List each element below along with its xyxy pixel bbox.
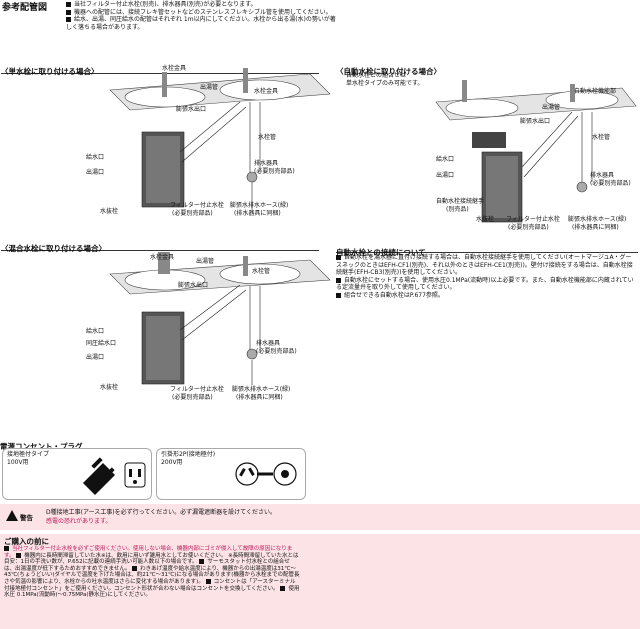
- label-drain-fixture-sub: (必要別売部品): [256, 348, 297, 355]
- label-outlet-pipe: 出湯管: [200, 84, 219, 91]
- label-outlet: 出湯口: [436, 172, 455, 179]
- plug-200v-type: 引掛形2P(接地極付): [161, 451, 216, 458]
- note-item: 当社フィルター付止水栓(別売)、排水器具(別売)が必要となります。: [66, 1, 336, 9]
- power-header: 電源コンセント・プラグ: [0, 434, 300, 451]
- note-item: 給水、出湯、同圧給水の配管はそれぞれ 1m以内にしてください。水栓から出る湯(水…: [66, 16, 336, 31]
- label-drain-valve: 水抜栓: [100, 384, 119, 391]
- auto-conn-item: 自動水栓を湯水器に直付け接続する場合は、自動水栓接続継手を使用してください(オー…: [336, 254, 633, 277]
- purchase-item: 当社フィルター付止水栓を必ずご使用ください。使用しない場合、機器内部にゴミが侵入…: [4, 546, 293, 559]
- section1-header: 〈単水栓に取り付ける場合〉: [1, 59, 319, 76]
- diagram-mixing-faucet-drawing: [109, 252, 331, 385]
- section1-title: 〈単水栓に取り付ける場合〉: [1, 67, 99, 76]
- label-expansion-hose-sub: (排水器具に同梱): [572, 224, 619, 231]
- label-auto-fitting: 自動水栓機能部: [574, 88, 617, 95]
- section2-title: 〈混合水栓に取り付ける場合〉: [1, 244, 106, 253]
- purchase-item: コンセントは「アースターミナル付接地極付コンセント」をご使用ください。コンセント…: [4, 578, 296, 592]
- power-title: 電源コンセント・プラグ: [0, 442, 83, 451]
- purchase-item: わきあげ温度や給水温度により、機器からの出湯温度は31℃～43℃(ちょうどいい)…: [4, 565, 300, 585]
- label-outlet: 出湯口: [86, 354, 105, 361]
- auto-conn-list: 自動水栓を湯水器に直付け接続する場合は、自動水栓接続継手を使用してください(オー…: [336, 254, 636, 300]
- label-filter-valve: フィルター付止水栓: [170, 202, 224, 209]
- label-faucet-pipe: 水栓管: [258, 134, 277, 141]
- purchase-item: 使用水圧 0.1MPa(流動時)～0.75MPa(静水圧)にしてください。: [4, 585, 300, 599]
- label-drain-fixture: 排水器具: [256, 340, 281, 347]
- plug-200v-voltage: 200V用: [161, 459, 183, 466]
- purchase-item: 機器内に長時間滞留していた水※は、飲用に用いず雑用水としてお使いください。: [24, 552, 227, 559]
- note-item: 機器への配管には、接続フレキ管セットなどのステンレスフレキシブル管を使用してくだ…: [66, 9, 336, 17]
- purchase-section: ご購入の前に 当社フィルター付止水栓を必ずご使用ください。使用しない場合、機器内…: [0, 534, 640, 629]
- purchase-item: サーモスタット付水栓との組合せは、出湯温度が低下するためおすすめできません。: [4, 559, 290, 572]
- page-title: 参考配管図: [2, 3, 48, 13]
- auto-conn-item: 組合せできる自動水栓はP.677参照。: [336, 292, 636, 300]
- diagram-auto-faucet: [432, 72, 638, 232]
- purchase-item: ※長時間滞留していた水とは目安：1日の手洗い数が、P.652に記載の連続手洗い可…: [4, 552, 299, 566]
- power-plug-200v: 引掛形2P(接地極付) 200V用: [156, 448, 306, 500]
- label-expansion-hose: 膨張水排水ホース(緑): [568, 216, 627, 223]
- label-outlet-pipe: 出湯管: [196, 258, 215, 265]
- label-expansion-outlet: 膨張水出口: [176, 106, 207, 113]
- section3-note: 自動水栓との組合せは 単水栓タイプのみ可能です。: [346, 72, 423, 87]
- label-drain-fixture: 排水器具: [590, 172, 615, 179]
- section3-note-line: 単水栓タイプのみ可能です。: [346, 79, 424, 87]
- plug-100v-icon: [83, 457, 146, 495]
- section3-title: 〈自動水栓に取り付ける場合〉: [336, 67, 441, 76]
- label-filter-valve-sub: (必要別売部品): [172, 394, 213, 401]
- label-drain-fixture-sub: (必要別売部品): [254, 168, 295, 175]
- label-auto-adapter-sub: (別売品): [446, 206, 469, 213]
- label-drain-fixture-sub: (必要別売部品): [590, 180, 631, 187]
- label-outlet-pipe: 出湯管: [542, 104, 561, 111]
- diagram-auto-faucet-drawing: [435, 80, 637, 223]
- plug-100v-voltage: 100V用: [7, 459, 29, 466]
- purchase-title: ご購入の前に: [4, 537, 49, 546]
- diagram-single-faucet: [100, 62, 332, 232]
- warning-line1: D種接地工事(アース工事)を必ず行ってください。必ず漏電遮断器を設けてください。: [46, 509, 276, 516]
- plug-100v-type: 接地極付タイプ: [7, 451, 50, 458]
- label-drain-valve: 水抜栓: [100, 208, 119, 215]
- label-filter-valve: フィルター付止水栓: [170, 386, 224, 393]
- purchase-text: 当社フィルター付止水栓を必ずご使用ください。使用しない場合、機器内部にゴミが侵入…: [4, 546, 300, 599]
- diagram-single-faucet-drawing: [109, 68, 331, 212]
- label-faucet-pipe: 水栓管: [252, 268, 271, 275]
- warning-line2: 感電の恐れがあります。: [46, 518, 112, 525]
- label-expansion-hose: 膨張水排水ホース(緑): [232, 386, 291, 393]
- label-auto-adapter: 自動水栓接続継手: [436, 198, 485, 205]
- label-outlet: 出湯口: [86, 169, 105, 176]
- notes-list: 当社フィルター付止水栓(別売)、排水器具(別売)が必要となります。 機器への配管…: [66, 1, 336, 31]
- diagram-mixing-faucet: [100, 250, 332, 400]
- label-drain-valve: 水抜栓: [476, 216, 495, 223]
- label-expansion-hose-sub: (排水器具に同梱): [234, 210, 281, 217]
- label-expansion-hose-sub: (排水器具に同梱): [236, 394, 283, 401]
- label-faucet-fitting-2: 水栓金具: [254, 88, 279, 95]
- label-inlet: 給水口: [86, 154, 105, 161]
- section2-header: 〈混合水栓に取り付ける場合〉: [1, 236, 319, 253]
- label-filter-valve: フィルター付止水栓: [506, 216, 560, 223]
- auto-conn-item: 自動水栓にセットする場合、使用水圧0.1MPa(流動時)以上必要です。また、自動…: [336, 276, 634, 292]
- label-expansion-outlet: 膨張水出口: [178, 282, 209, 289]
- plug-200v-icon: [235, 462, 297, 486]
- label-drain-fixture: 排水器具: [254, 160, 279, 167]
- section3-note-line: 自動水栓との組合せは: [346, 72, 406, 79]
- label-expansion-outlet: 膨張水出口: [520, 118, 551, 125]
- label-expansion-hose: 膨張水排水ホース(緑): [230, 202, 289, 209]
- label-inlet: 給水口: [86, 328, 105, 335]
- warning-banner: 警告 D種接地工事(アース工事)を必ず行ってください。必ず漏電遮断器を設けてくだ…: [0, 504, 640, 530]
- auto-conn-title: 自動水栓との接続について: [336, 248, 426, 257]
- section3-header: 〈自動水栓に取り付ける場合〉: [336, 59, 638, 76]
- label-faucet-pipe: 水栓管: [592, 134, 611, 141]
- label-filter-valve-sub: (必要別売部品): [508, 224, 549, 231]
- auto-conn-header: 自動水栓との接続について: [336, 240, 638, 257]
- label-same-pressure-inlet: 同圧給水口: [86, 340, 117, 347]
- warning-triangle-icon: [6, 510, 18, 521]
- label-filter-valve-sub: (必要別売部品): [172, 210, 213, 217]
- power-plug-100v: 接地極付タイプ 100V用: [2, 448, 152, 500]
- label-faucet-fitting: 水栓金具: [162, 65, 187, 72]
- label-faucet-fitting: 水栓金具: [150, 254, 175, 261]
- label-inlet: 給水口: [436, 156, 455, 163]
- warning-label: 警告: [20, 514, 33, 522]
